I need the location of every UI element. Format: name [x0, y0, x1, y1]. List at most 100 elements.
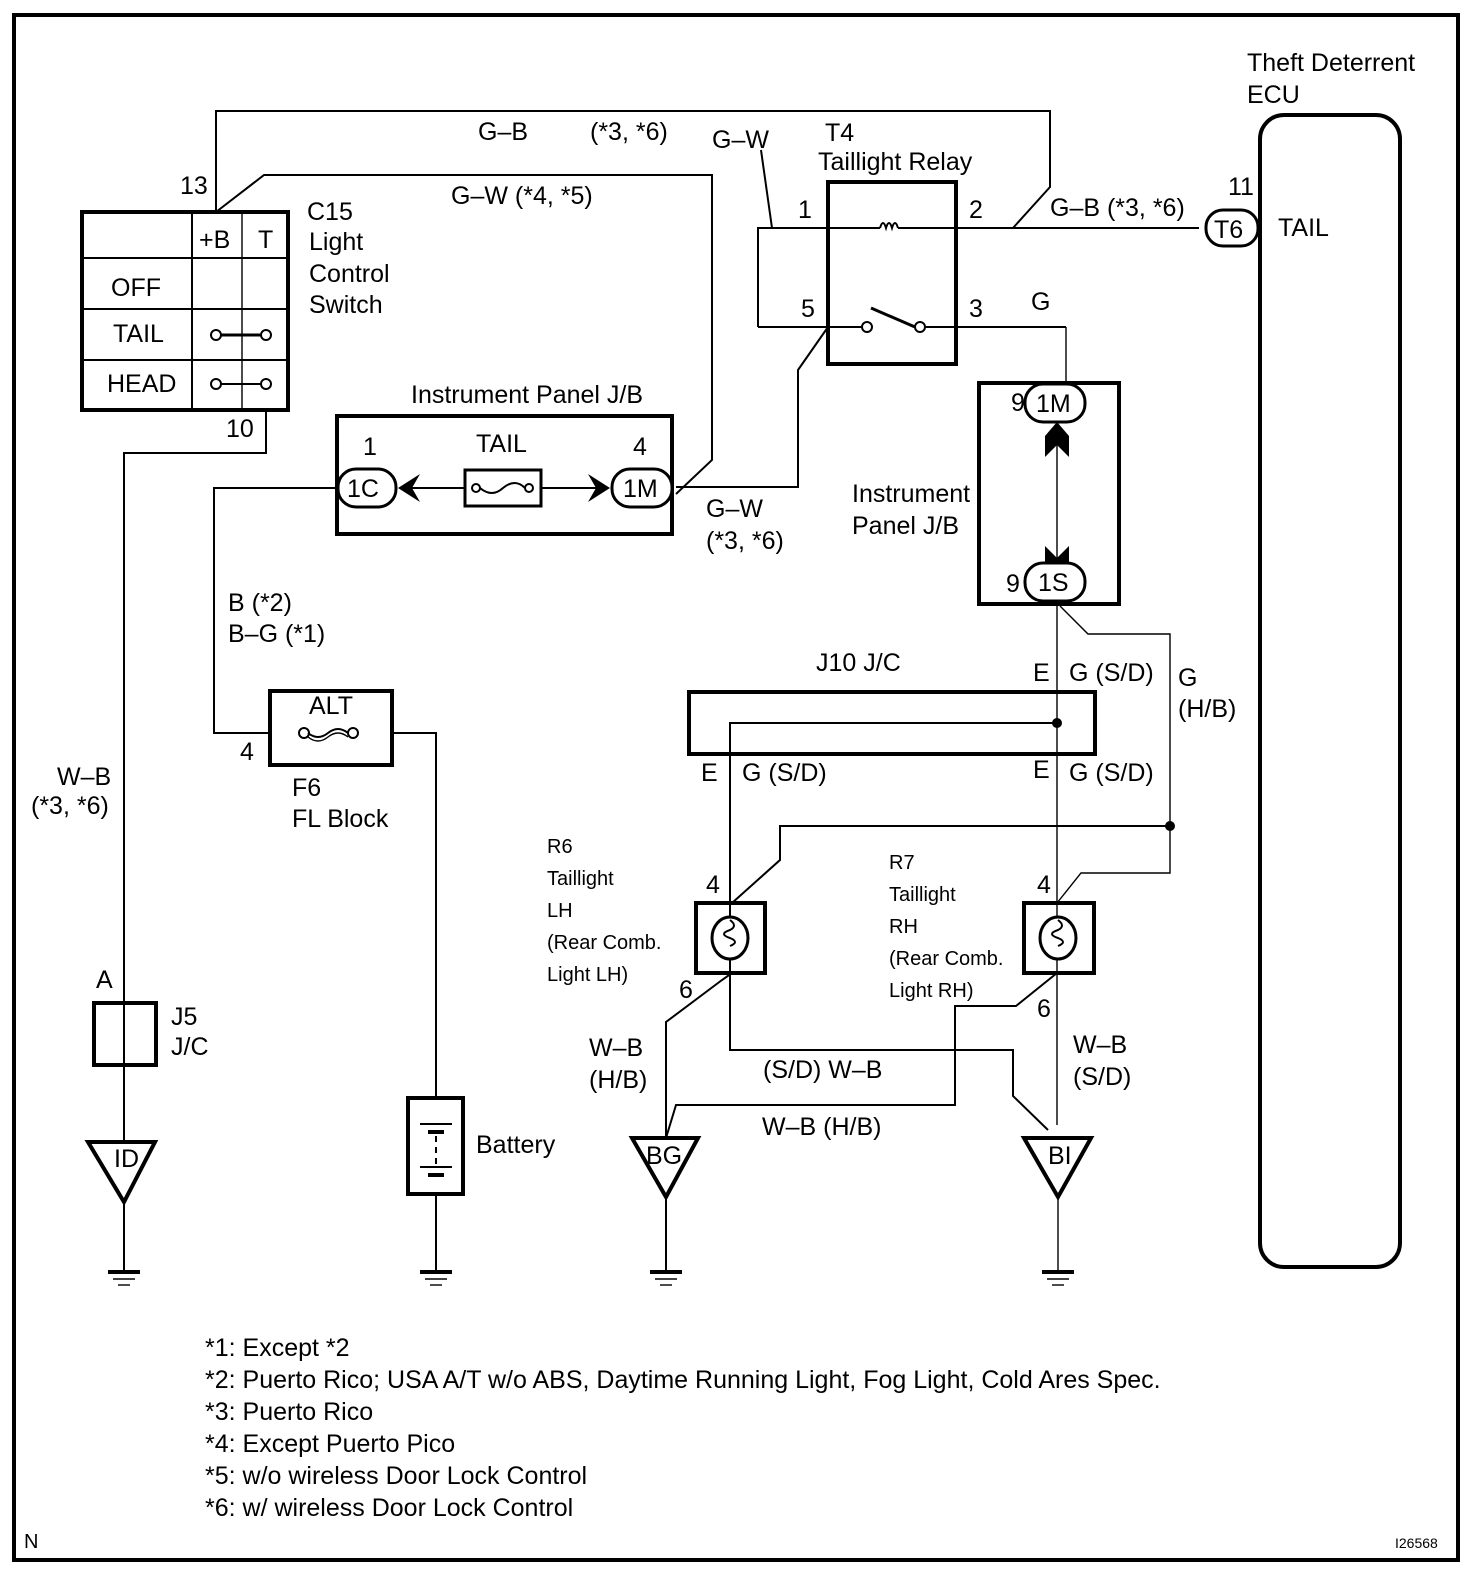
ground-triangle-bi-icon	[1020, 1136, 1095, 1202]
wire-fl-battery	[392, 732, 437, 1098]
wire-wb-left-line1: W–B	[57, 763, 111, 791]
relay-pin-1: 1	[798, 196, 812, 224]
ground-point-bg: BG	[628, 1136, 702, 1202]
relay-name: Taillight Relay	[818, 148, 973, 176]
lh-line1: Taillight	[547, 868, 614, 890]
wire-g-hb	[1056, 605, 1171, 904]
switch-row-head: HEAD	[107, 370, 176, 398]
connector-1s-label: 1S	[1038, 569, 1069, 597]
note-6: *6: w/ wireless Door Lock Control	[205, 1494, 573, 1522]
lh-line3: (Rear Comb.	[547, 932, 661, 954]
wire-gw-36	[676, 326, 829, 488]
wire-gw-45-label: G–W (*4, *5)	[451, 182, 593, 210]
switch-pin-10: 10	[226, 415, 254, 443]
lh-pin-bottom: 6	[679, 976, 693, 1004]
wire-wb-left-line2: (*3, *6)	[31, 792, 109, 820]
j10-bottom-left-e: E	[701, 759, 718, 787]
ecu-connector-label: T6	[1214, 216, 1243, 244]
wire-b-2-label: B (*2)	[228, 589, 292, 617]
wire-gb-ecu-label: G–B (*3, *6)	[1050, 194, 1185, 222]
instrument-panel-jb-fuse: Instrument Panel J/B 1 TAIL 4 1C 1M	[335, 381, 674, 536]
ground-id-label: ID	[114, 1145, 139, 1173]
theft-deterrent-ecu: Theft Deterrent ECU 11 T6 TAIL	[1204, 49, 1415, 1269]
lh-code: R6	[547, 836, 573, 858]
ipjb-fuse-title: Instrument Panel J/B	[411, 381, 643, 409]
note-5: *5: w/o wireless Door Lock Control	[205, 1462, 587, 1490]
head-contact-icon	[210, 378, 272, 390]
relay-code: T4	[825, 119, 854, 147]
note-1: *1: Except *2	[205, 1334, 350, 1362]
wire-gb-top	[215, 110, 1051, 229]
wire-gw-36-line1: G–W	[706, 495, 763, 523]
rh-line2: RH	[889, 916, 918, 938]
taillight-relay: T4 Taillight Relay 1 2 5 3	[758, 119, 1199, 366]
j10-box	[687, 690, 1097, 756]
wire-wb-sd-right-line2: (S/D)	[1073, 1063, 1131, 1091]
wire-wb-left	[123, 410, 267, 1003]
ipjb-right-pin: 4	[633, 433, 647, 461]
wire-wb-sd-right-line1: W–B	[1073, 1031, 1127, 1059]
taillight-lh: R6 Taillight LH (Rear Comb. Light LH) 4 …	[547, 836, 767, 1004]
switch-code: C15	[307, 198, 353, 226]
switch-name-line1: Light	[309, 228, 363, 256]
ecu-title-line2: ECU	[1247, 81, 1300, 109]
switch-name-line3: Switch	[309, 291, 383, 319]
wire-gb-top-note: (*3, *6)	[590, 118, 668, 146]
wire-gb-top-label: G–B	[478, 118, 528, 146]
j10-junction-connector: J10 J/C E G (S/D) E G (S/D) E G (S/D)	[687, 649, 1154, 1131]
switch-col-t: T	[258, 226, 273, 254]
ipjb-fuse-box	[335, 414, 674, 536]
figure-id-label: I26568	[1395, 1535, 1438, 1551]
note-3: *3: Puerto Rico	[205, 1398, 373, 1426]
wire-b-bg	[213, 487, 338, 734]
wire-wb-hb-left-line1: W–B	[589, 1034, 643, 1062]
rh-pin-top: 4	[1037, 871, 1051, 899]
ecu-box	[1258, 113, 1402, 1269]
connector-arrow-right-icon	[588, 474, 610, 502]
relay-coil-icon	[879, 222, 899, 232]
corner-left-label: N	[24, 1531, 38, 1553]
note-2: *2: Puerto Rico; USA A/T w/o ABS, Daytim…	[205, 1366, 1161, 1394]
ecu-terminal-label: TAIL	[1278, 214, 1329, 242]
ipjb-vert-title-line1: Instrument	[852, 480, 970, 508]
ground-bi-label: BI	[1048, 1142, 1072, 1170]
wire-wb-hb-bottom-label: W–B (H/B)	[762, 1113, 881, 1141]
fl-block-pin: 4	[240, 738, 254, 766]
splice-dot-icon	[1052, 718, 1062, 728]
j5-junction-connector: A J5 J/C	[92, 966, 209, 1067]
connector-arrow-up-icon	[1045, 422, 1069, 457]
connector-arrow-left-icon	[398, 474, 420, 502]
wire-gw-45	[215, 174, 713, 495]
fl-block-fuse-label: ALT	[309, 692, 353, 720]
lh-line2: LH	[547, 900, 573, 922]
wire-wb-hb-rh	[665, 972, 1058, 1139]
j10-bottom-left-g: G (S/D)	[742, 759, 827, 787]
switch-table	[80, 210, 290, 412]
j10-top-e: E	[1033, 659, 1050, 687]
splice-dot-hb-icon	[1165, 821, 1175, 831]
wire-gw-relay-label: G–W	[712, 126, 769, 154]
j10-title: J10 J/C	[816, 649, 901, 677]
rh-pin-bottom: 6	[1037, 995, 1051, 1023]
wire-g-hb-lh	[731, 825, 1170, 904]
j10-bottom-right-e: E	[1033, 756, 1050, 784]
ipjb-left-pin: 1	[363, 433, 377, 461]
wire-g-hb-line2: (H/B)	[1178, 695, 1236, 723]
j5-pin: A	[96, 966, 113, 994]
rh-line3: (Rear Comb.	[889, 948, 1003, 970]
rh-line1: Taillight	[889, 884, 956, 906]
fl-block-name: FL Block	[292, 805, 389, 833]
lh-line4: Light LH)	[547, 964, 628, 986]
ecu-connector-t6	[1204, 208, 1260, 248]
fl-block-code: F6	[292, 774, 321, 802]
rh-box	[1022, 901, 1096, 975]
diagram-frame	[12, 13, 1460, 1562]
ipjb-vert-top-pin: 9	[1011, 389, 1025, 417]
ground-bg-icon	[650, 1270, 682, 1286]
wire-gw-36-line2: (*3, *6)	[706, 527, 784, 555]
switch-col-plus-b: +B	[199, 226, 230, 254]
connector-1m	[610, 467, 674, 509]
relay-box	[826, 180, 958, 366]
ground-bi-icon	[1042, 1270, 1074, 1286]
ground-point-bi: BI	[1020, 1136, 1095, 1202]
